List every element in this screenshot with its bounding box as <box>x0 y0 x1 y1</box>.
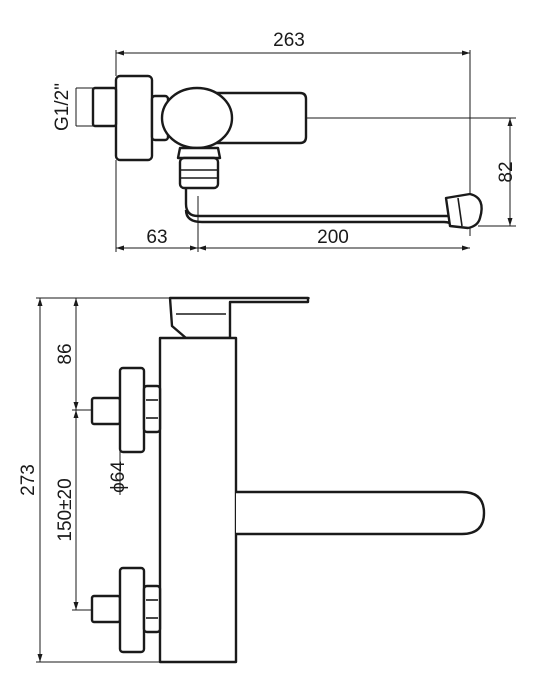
valve-body <box>160 86 234 150</box>
spout-swivel-nut <box>178 156 220 190</box>
side-lever-handle <box>168 296 310 340</box>
lever-handle <box>208 91 308 145</box>
dimension-height: 82 <box>306 117 517 227</box>
spout-tube <box>184 188 480 228</box>
top-view: 263 G1/2" <box>52 30 517 252</box>
spout-reach-label: 200 <box>317 227 349 248</box>
overall-width-label: 263 <box>273 30 305 51</box>
overall-height-label: 273 <box>18 464 39 496</box>
mixer-body <box>158 336 238 664</box>
side-spout <box>236 490 486 536</box>
dimension-thread: G1/2" <box>52 83 94 131</box>
wall-offset-label: 63 <box>146 227 167 248</box>
centers-label: 150±20 <box>55 478 76 541</box>
height-label: 82 <box>496 161 517 182</box>
spout-aerator <box>444 192 483 230</box>
wall-flange <box>114 74 154 162</box>
spout-collar <box>176 146 222 160</box>
dimension-centers: 150±20 <box>55 409 94 611</box>
thread-label: G1/2" <box>52 83 73 131</box>
escutcheon-diameter-label: ϕ64 <box>108 461 129 493</box>
dimension-reach: 63 200 <box>115 160 470 252</box>
lower-inlet <box>90 566 162 654</box>
inlet-nipple <box>91 86 118 128</box>
dimension-escutcheon: ϕ64 <box>108 448 129 495</box>
side-view: 273 86 150±20 ϕ64 <box>18 296 486 664</box>
upper-inlet <box>90 366 162 454</box>
dimension-top-offset: 86 <box>55 298 79 410</box>
top-offset-label: 86 <box>55 343 76 364</box>
